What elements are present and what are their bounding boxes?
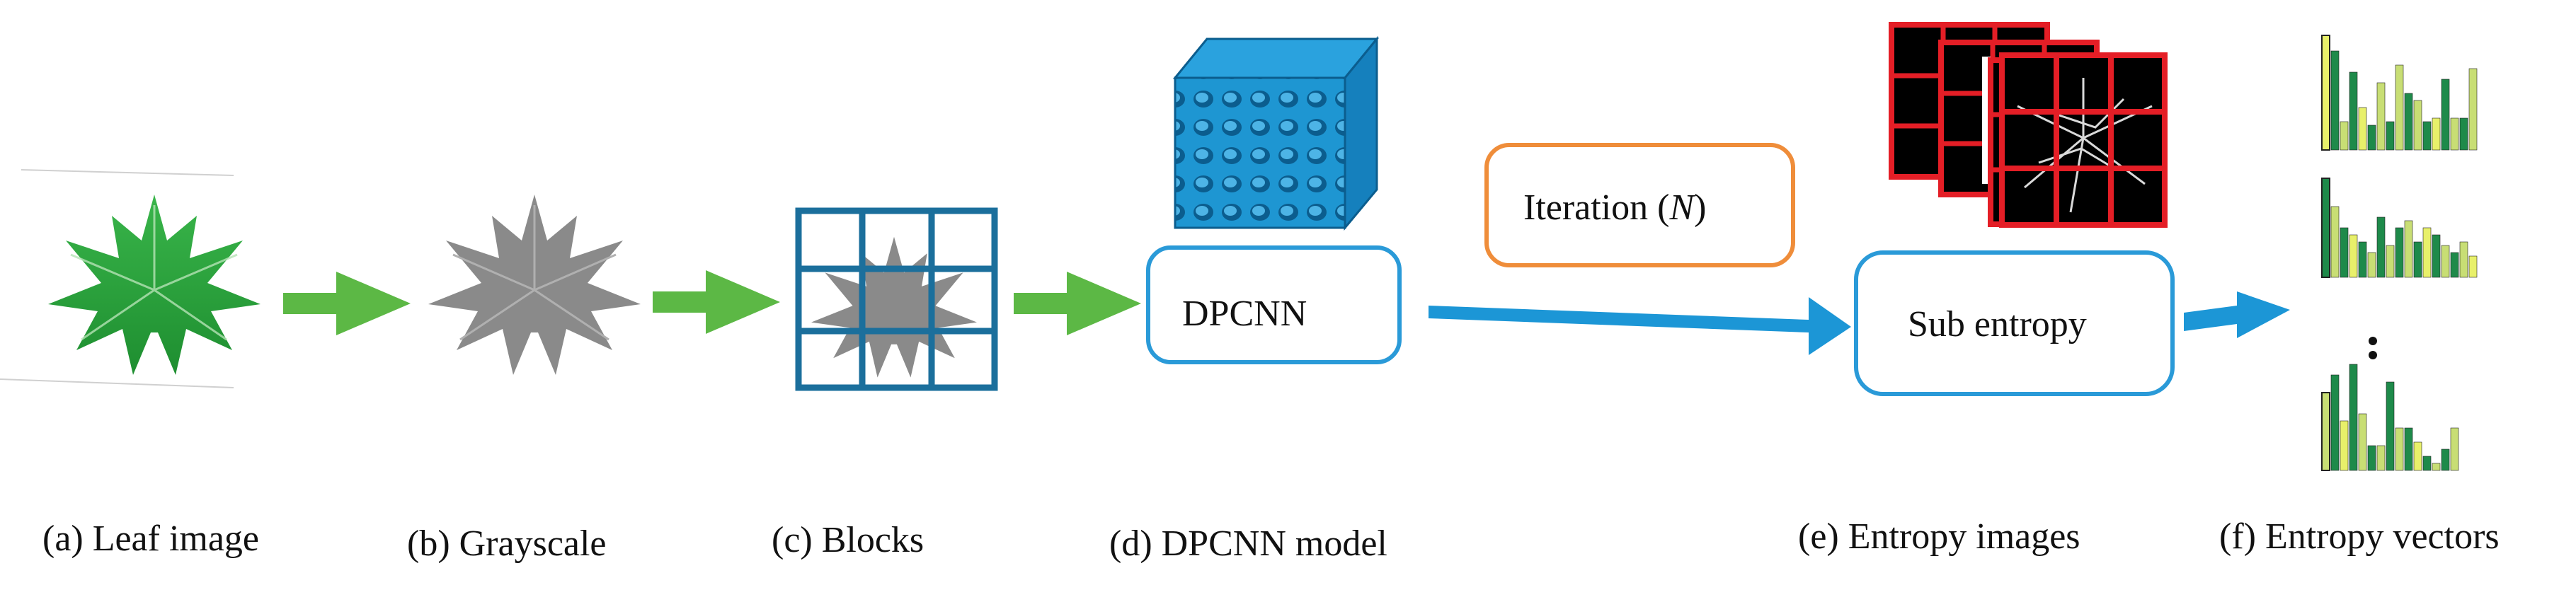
histogram-bar <box>2413 100 2422 151</box>
entropy-vectors <box>2321 35 2478 471</box>
sub-entropy-label: Sub entropy <box>1908 304 2087 345</box>
histogram-bar <box>2367 445 2376 471</box>
histogram-bar <box>2367 252 2376 278</box>
arrow-blocks-to-dpcnn <box>1014 272 1141 335</box>
histogram-bar <box>2386 245 2395 278</box>
histogram-bar <box>2422 227 2432 278</box>
blocks-grid <box>795 207 998 391</box>
histogram-bar <box>2330 374 2340 471</box>
histogram-bar <box>2330 50 2340 151</box>
histogram-bar <box>2349 71 2358 151</box>
caption-blocks: (c) Blocks <box>772 520 924 560</box>
histogram-bar <box>2450 117 2459 151</box>
dpcnn-box: DPCNN <box>1146 245 1402 364</box>
histogram-bar <box>2441 79 2450 151</box>
histogram-bar <box>2349 234 2358 278</box>
caption-dpcnn-model: (d) DPCNN model <box>1109 523 1387 564</box>
leaf-image <box>0 169 261 388</box>
histogram-bar <box>2432 463 2441 471</box>
histogram-bar <box>2413 241 2422 278</box>
arrow-leaf-to-grayscale <box>283 272 411 335</box>
histogram-bar <box>2367 125 2376 151</box>
histogram-bar <box>2395 427 2404 471</box>
histogram-bar <box>2459 117 2468 151</box>
histogram-bar <box>2441 245 2450 278</box>
arrow-sub-entropy-to-vectors <box>2184 291 2290 338</box>
entropy-image-front <box>1999 52 2168 228</box>
histogram-bar <box>2358 107 2367 151</box>
arrow-grayscale-to-blocks <box>653 270 780 334</box>
histogram-bar <box>2321 392 2330 471</box>
histogram-bar <box>2468 68 2478 151</box>
histogram-bar <box>2340 121 2349 151</box>
histogram-bar <box>2404 220 2413 278</box>
histogram-bar <box>2395 227 2404 278</box>
histogram-bar <box>2376 82 2386 151</box>
caption-leaf-image: (a) Leaf image <box>42 519 259 559</box>
histogram-bar <box>2386 381 2395 471</box>
histogram-bar <box>2450 427 2459 471</box>
histogram-bar <box>2432 234 2441 278</box>
histogram-bar <box>2358 413 2367 471</box>
histogram-bar <box>2404 93 2413 151</box>
dpcnn-cube-icon <box>1172 35 1380 231</box>
histogram-bar <box>2413 441 2422 471</box>
histogram-bar <box>2349 364 2358 471</box>
caption-entropy-vectors: (f) Entropy vectors <box>2219 516 2500 557</box>
iteration-box: Iteration (N) <box>1484 143 1795 267</box>
arrow-dpcnn-to-sub-entropy <box>1429 297 1851 355</box>
histogram-bar <box>2422 121 2432 151</box>
histogram-bar <box>2358 241 2367 278</box>
histogram-bar <box>2340 227 2349 278</box>
histogram-bar <box>2395 64 2404 151</box>
histogram-bar <box>2441 448 2450 471</box>
entropy-images-stack <box>1889 22 2168 228</box>
iteration-label: Iteration (N) <box>1523 187 1706 228</box>
histogram-bar <box>2340 420 2349 471</box>
caption-grayscale: (b) Grayscale <box>407 523 607 564</box>
dpcnn-label: DPCNN <box>1182 294 1307 334</box>
histogram-bar <box>2422 456 2432 471</box>
histogram-bar <box>2468 255 2478 278</box>
sub-entropy-box: Sub entropy <box>1854 250 2175 396</box>
grayscale-leaf <box>428 195 641 375</box>
histogram-bar <box>2404 427 2413 471</box>
caption-entropy-images: (e) Entropy images <box>1798 516 2080 557</box>
histogram-bar <box>2450 252 2459 278</box>
histogram-bar <box>2321 178 2330 278</box>
ellipsis-dots <box>2369 337 2377 359</box>
histogram-bar <box>2376 445 2386 471</box>
histogram-bar <box>2321 35 2330 151</box>
histogram-bar <box>2386 121 2395 151</box>
histogram-bar <box>2459 241 2468 278</box>
histogram-bar <box>2432 117 2441 151</box>
histogram-bar <box>2376 216 2386 278</box>
histogram-bar <box>2330 206 2340 278</box>
